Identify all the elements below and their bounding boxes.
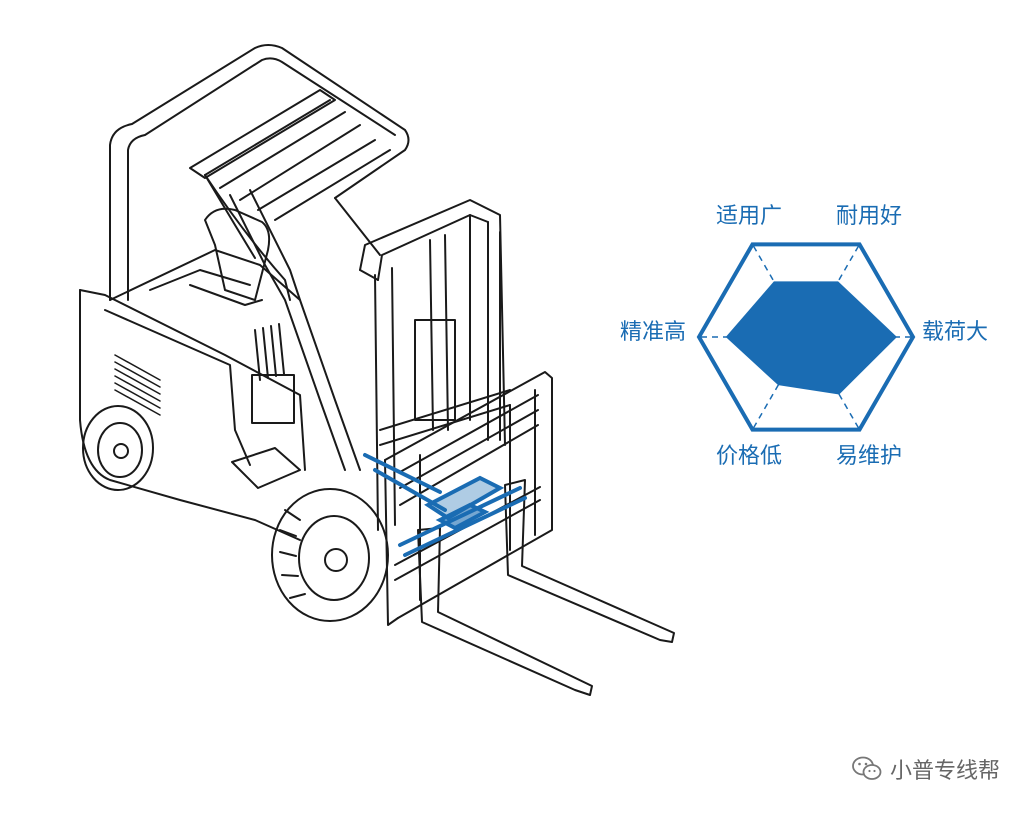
radar-axis-line xyxy=(805,336,861,431)
radar-value-shape xyxy=(725,281,897,395)
watermark-text: 小普专线帮 xyxy=(889,759,1000,784)
radar-label-price: 价格低 xyxy=(716,444,783,469)
radar-label-maintenance: 易维护 xyxy=(836,444,903,469)
radar-frame xyxy=(696,242,916,432)
wechat-icon xyxy=(852,756,882,780)
radar-axis-line xyxy=(751,243,807,338)
radar-label-durability: 耐用好 xyxy=(836,204,903,229)
radar-axis-line xyxy=(751,336,807,431)
capability-radar xyxy=(696,242,916,432)
watermark: 小普专线帮 xyxy=(852,753,1000,785)
radar-label-precision: 精准高 xyxy=(620,320,687,345)
radar-axis-line xyxy=(805,243,861,338)
radar-label-load-capacity: 载荷大 xyxy=(922,320,989,345)
fork-positioner-highlight xyxy=(363,453,527,557)
forklift-illustration xyxy=(79,44,675,696)
radar-label-applicability: 适用广 xyxy=(716,204,783,229)
